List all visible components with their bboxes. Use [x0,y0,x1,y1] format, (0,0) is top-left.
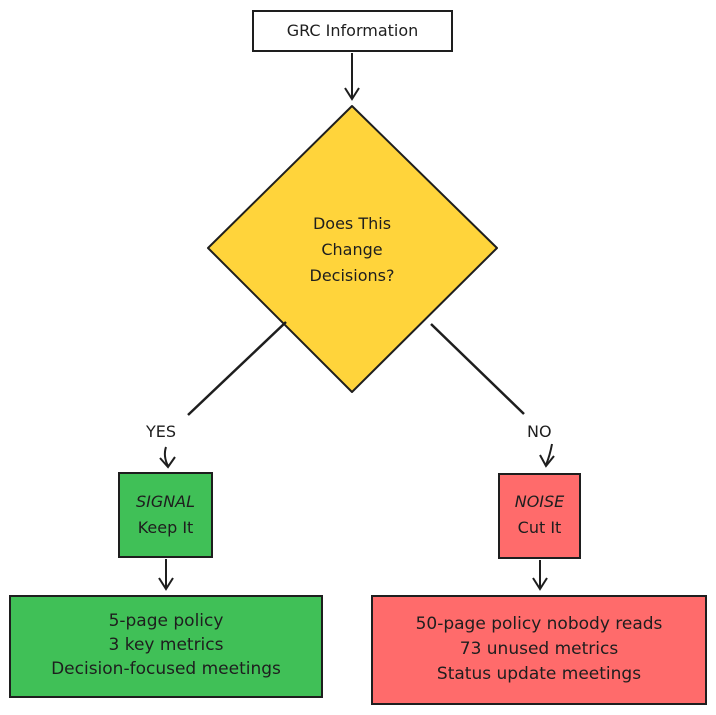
arrow-start-to-decision [344,53,360,101]
noise-line-1: NOISE [514,492,565,511]
noise-detail-line-1: 50-page policy nobody reads [415,614,663,634]
noise-detail-line-3: Status update meetings [436,664,642,684]
signal-detail-line-1: 5-page policy [108,611,224,631]
arrow-noise-to-detail [532,560,548,591]
decision-label: Does This Change Decisions? [262,211,442,289]
signal-line-1: SIGNAL [135,492,196,511]
start-label-text: GRC Information [286,21,419,40]
start-label: GRC Information [253,21,452,41]
noise-detail-label: 50-page policy nobody reads 73 unused me… [372,612,706,687]
signal-label: SIGNAL Keep It [119,489,212,541]
arrow-no [430,323,555,468]
arrow-yes [159,321,287,469]
noise-detail-line-2: 73 unused metrics [459,639,619,659]
noise-label: NOISE Cut It [499,489,580,541]
signal-detail-box [9,595,323,698]
arrow-signal-to-detail [158,559,174,591]
signal-detail-line-2: 3 key metrics [108,635,224,655]
signal-line-2: Keep It [137,518,194,537]
noise-box [498,473,581,559]
noise-detail-box [371,595,707,705]
signal-detail-line-3: Decision-focused meetings [51,659,281,679]
start-box [252,10,453,52]
decision-diamond [207,105,498,393]
no-label: NO [524,422,555,441]
signal-detail-label: 5-page policy 3 key metrics Decision-foc… [10,609,322,681]
decision-line-3: Decisions? [309,266,395,285]
noise-line-2: Cut It [517,518,562,537]
signal-box [118,472,213,558]
decision-line-1: Does This [312,214,392,233]
decision-line-2: Change [321,240,383,259]
yes-label: YES [143,422,180,441]
